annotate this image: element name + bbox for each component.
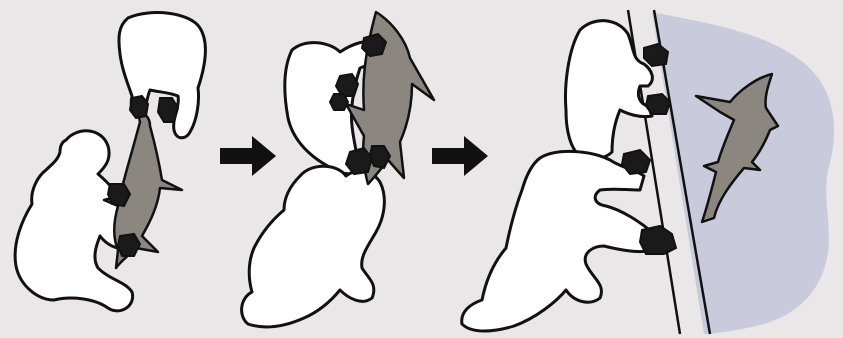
glove-2-top-a bbox=[362, 34, 386, 56]
right-arrow-icon bbox=[432, 136, 488, 176]
glove-top-right bbox=[158, 98, 178, 122]
glove-bottom-lower bbox=[118, 234, 140, 256]
glove-3-bottom-a bbox=[622, 150, 650, 174]
glove-bottom-upper bbox=[108, 184, 130, 206]
handler-top-body-3 bbox=[566, 21, 653, 159]
panel-3-shark-release bbox=[462, 10, 834, 334]
right-arrow-icon bbox=[220, 136, 276, 176]
glove-2-top-b bbox=[336, 74, 358, 96]
panel-1-shark-on-deck bbox=[15, 13, 205, 311]
handler-bottom-body-3 bbox=[462, 151, 652, 331]
glove-top-left bbox=[130, 96, 148, 118]
glove-2-bottom-b bbox=[370, 146, 390, 168]
glove-2-top-c bbox=[330, 94, 348, 110]
glove-3-top-b bbox=[646, 94, 670, 114]
panel-2-shark-lifted bbox=[242, 12, 434, 327]
handler-bottom-body-2 bbox=[242, 166, 385, 327]
water-area bbox=[652, 12, 834, 334]
glove-3-bottom-b bbox=[640, 226, 676, 254]
glove-2-bottom-a bbox=[346, 148, 372, 174]
